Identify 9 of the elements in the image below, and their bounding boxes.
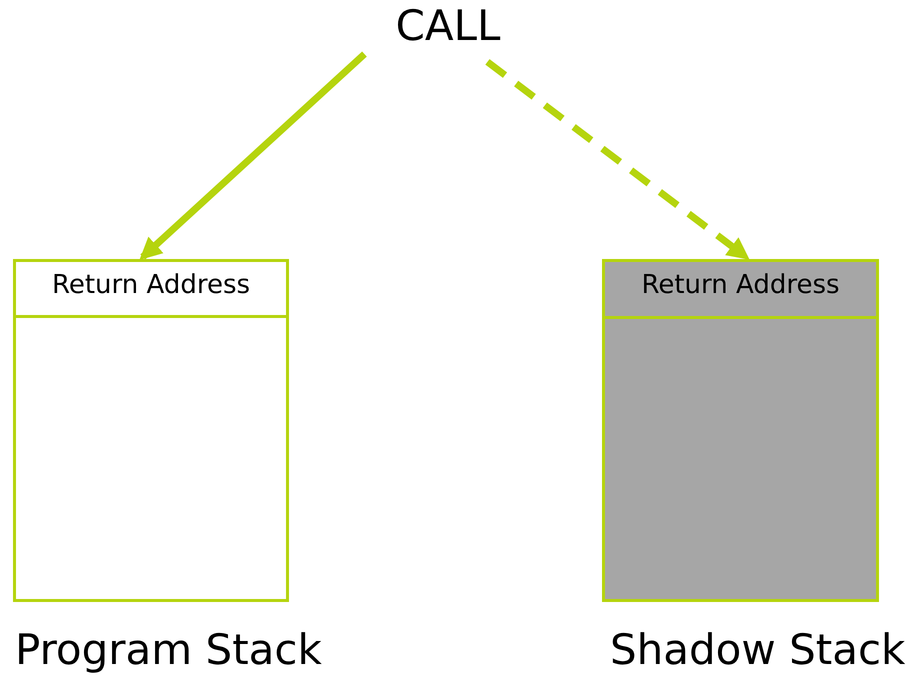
- arrow: [139, 52, 367, 260]
- entry-label: Return Address: [640, 270, 841, 300]
- arrow: [485, 59, 750, 260]
- call-label: CALL: [394, 0, 502, 52]
- stack-box: [602, 259, 879, 602]
- stack-caption: Shadow Stack: [610, 625, 906, 674]
- entry-label: Return Address: [50, 270, 252, 300]
- stack-box: [13, 259, 289, 602]
- stack-caption: Program Stack: [15, 625, 322, 674]
